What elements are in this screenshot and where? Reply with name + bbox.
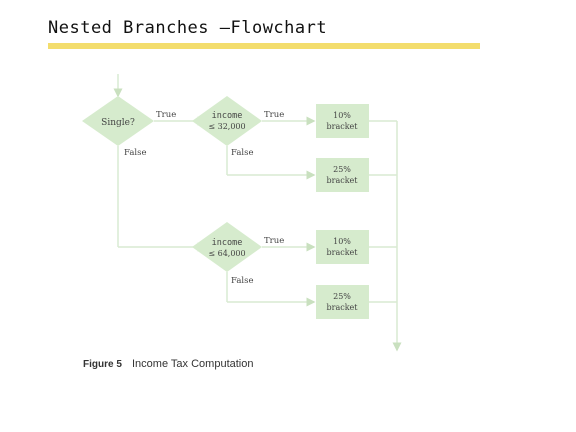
income64-false-label: False [231, 276, 254, 286]
single-label: Single? [101, 118, 135, 128]
box1-line1: 10% [333, 111, 351, 120]
income-32000-label-line1: income [212, 111, 243, 121]
box4-line1: 25% [333, 292, 351, 301]
box2-line2: bracket [327, 176, 359, 185]
income-32000-label-line2: ≤ 32,000 [208, 122, 245, 131]
income32-true-label: True [264, 110, 284, 120]
box-10-percent-2 [316, 230, 369, 264]
income-64000-label-line1: income [212, 238, 243, 248]
single-true-label: True [156, 110, 176, 120]
box3-line2: bracket [327, 248, 359, 257]
single-decision-diamond [82, 96, 154, 146]
box1-line2: bracket [327, 122, 359, 131]
income32-false-label: False [231, 148, 254, 158]
income-32000-decision-diamond [192, 96, 262, 146]
income-64000-label-line2: ≤ 64,000 [208, 249, 245, 258]
connector-lines [113, 74, 402, 352]
single-false-label: False [124, 148, 147, 158]
box-25-percent-1 [316, 158, 369, 192]
box3-line1: 10% [333, 237, 351, 246]
box-10-percent-1 [316, 104, 369, 138]
income-64000-decision-diamond [192, 222, 262, 272]
box-25-percent-2 [316, 285, 369, 319]
slide-title: Nested Branches –Flowchart [48, 18, 328, 38]
figure-number: Figure 5 [83, 359, 122, 370]
box2-line1: 25% [333, 165, 351, 174]
title-underline-bar [48, 43, 480, 49]
box4-line2: bracket [327, 303, 359, 312]
income64-true-label: True [264, 236, 284, 246]
figure-caption: Income Tax Computation [132, 358, 254, 370]
